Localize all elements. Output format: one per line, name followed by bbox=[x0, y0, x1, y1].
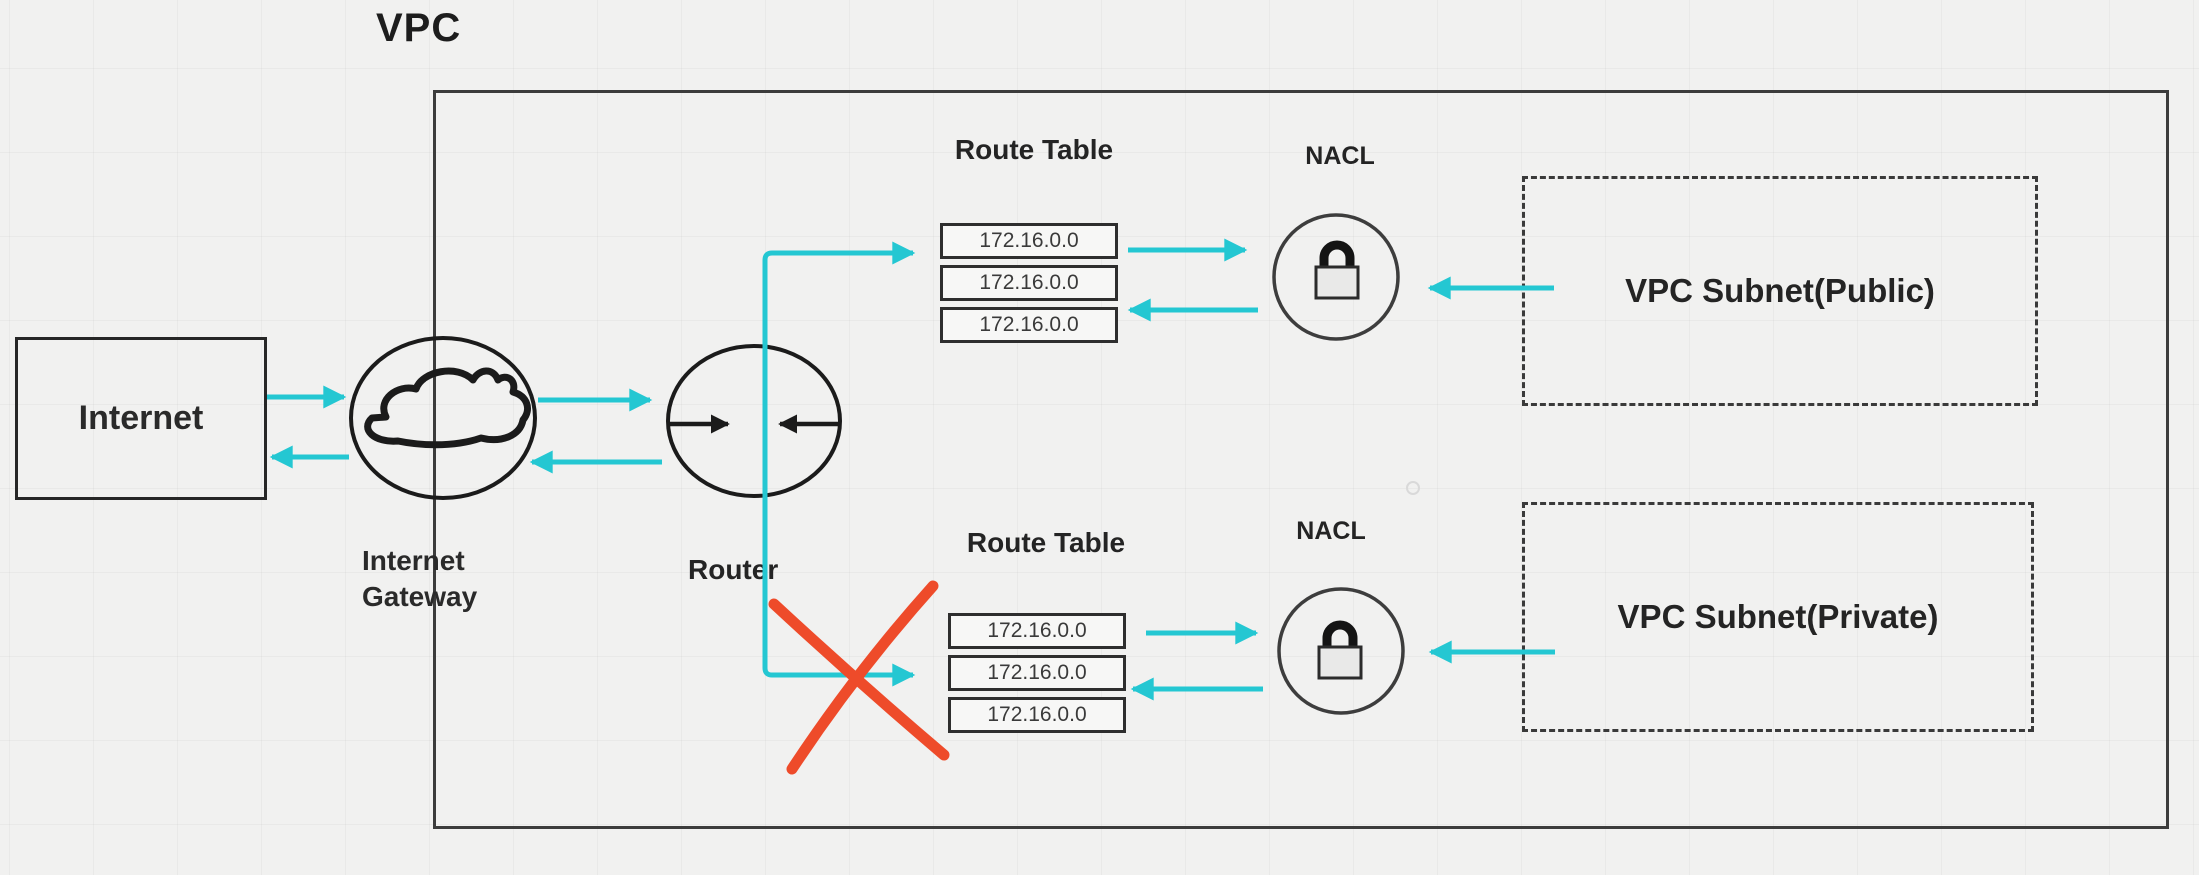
route-table-private-title: Route Table bbox=[966, 527, 1126, 558]
route-entry: 172.16.0.0 bbox=[940, 265, 1118, 301]
route-entry: 172.16.0.0 bbox=[940, 307, 1118, 343]
vpc-subnet-public-label: VPC Subnet(Public) bbox=[1625, 272, 1935, 309]
vpc-subnet-private-label: VPC Subnet(Private) bbox=[1617, 598, 1939, 635]
router-label: Router bbox=[688, 554, 779, 585]
vpc-subnet-public-box: VPC Subnet(Public) bbox=[1522, 176, 2038, 406]
vpc-title: VPC bbox=[376, 6, 462, 50]
internet-label: Internet bbox=[78, 399, 204, 437]
nacl-public-label: NACL bbox=[1305, 142, 1375, 170]
nacl-private-label: NACL bbox=[1296, 517, 1366, 545]
internet-node: Internet bbox=[15, 337, 267, 500]
route-table-private: 172.16.0.0 172.16.0.0 172.16.0.0 bbox=[948, 613, 1126, 733]
internet-gateway-label: Internet Gateway bbox=[362, 545, 478, 612]
route-entry: 172.16.0.0 bbox=[948, 697, 1126, 733]
route-entry: 172.16.0.0 bbox=[940, 223, 1118, 259]
route-entry: 172.16.0.0 bbox=[948, 613, 1126, 649]
vpc-subnet-private-box: VPC Subnet(Private) bbox=[1522, 502, 2034, 732]
route-table-public-title: Route Table bbox=[954, 134, 1114, 165]
route-table-public: 172.16.0.0 172.16.0.0 172.16.0.0 bbox=[940, 223, 1118, 343]
route-entry: 172.16.0.0 bbox=[948, 655, 1126, 691]
